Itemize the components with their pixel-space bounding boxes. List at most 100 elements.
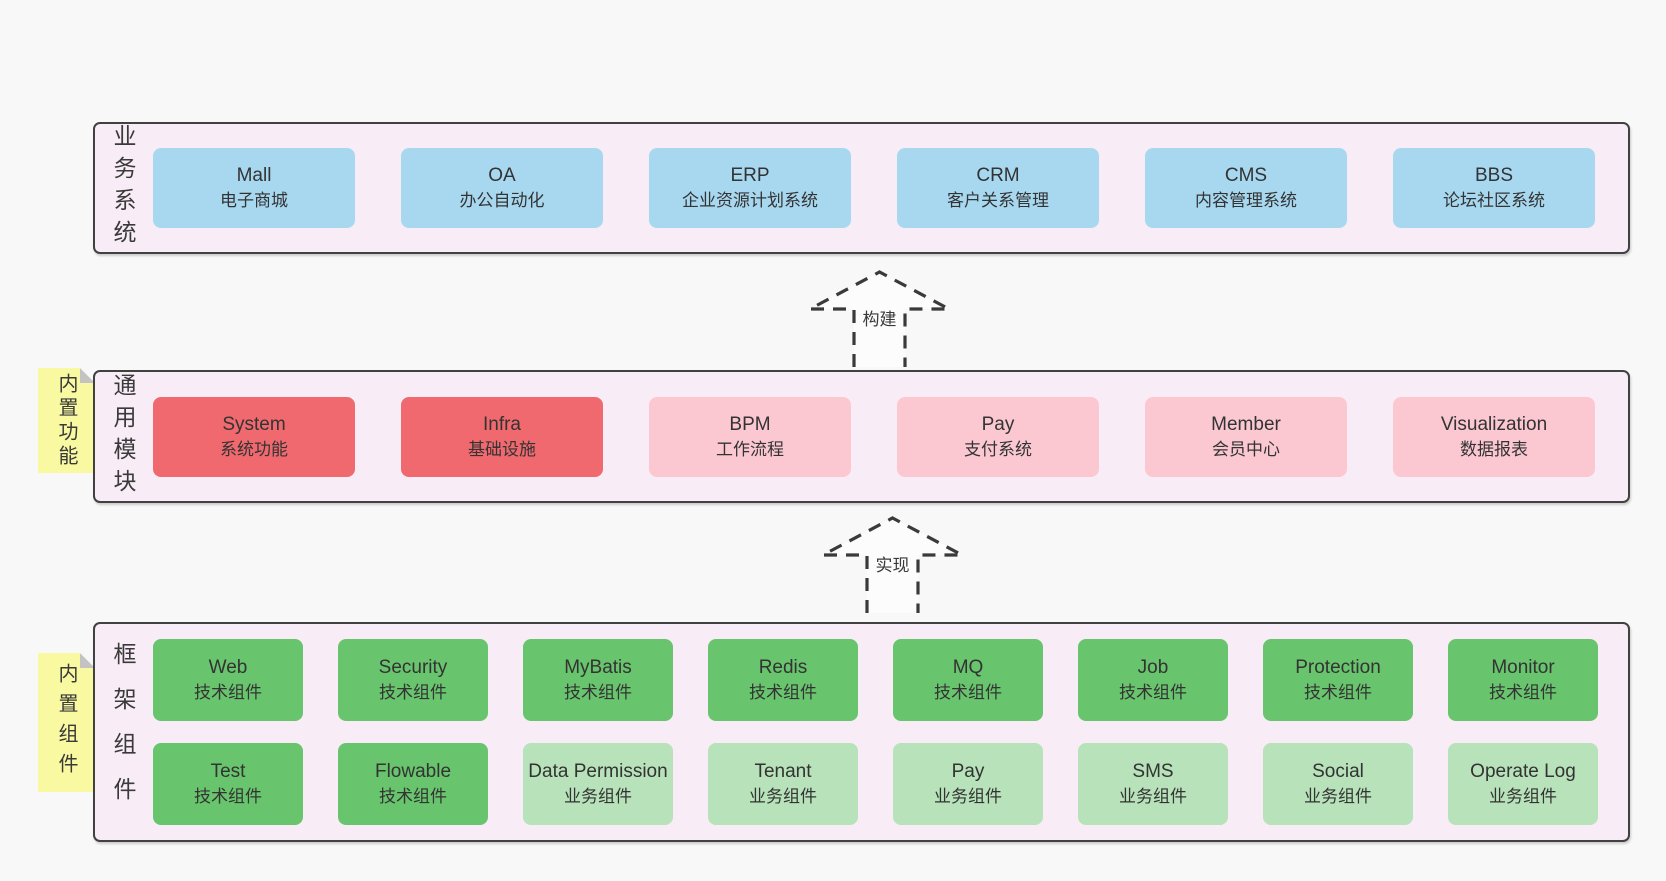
note-builtin-features-label: 内置功能 [55,372,77,469]
component-box-oa: OA 办公自动化 [401,148,603,228]
component-box-job: Job 技术组件 [1078,639,1228,721]
box-subtitle: 系统功能 [220,439,288,459]
business-box-row: Mall 电子商城 OA 办公自动化 ERP 企业资源计划系统 CRM 客户关系管理 CMS 内容… [153,148,1595,228]
box-title: System [222,413,286,435]
box-title: Tenant [754,761,812,783]
box-subtitle: 技术组件 [564,683,632,703]
component-box-mall: Mall 电子商城 [153,148,355,228]
box-subtitle: 业务组件 [1119,787,1187,807]
box-title: Social [1312,761,1364,783]
box-subtitle: 支付系统 [964,439,1032,459]
box-subtitle: 技术组件 [749,683,817,703]
box-subtitle: 技术组件 [194,683,262,703]
box-subtitle: 业务组件 [1489,787,1557,807]
box-title: ERP [730,165,770,187]
box-title: MQ [952,657,984,679]
component-box-erp: ERP 企业资源计划系统 [649,148,851,228]
box-title: Pay [981,413,1015,435]
component-box-sms: SMS 业务组件 [1078,743,1228,825]
component-box-bpm: BPM 工作流程 [649,396,851,477]
box-subtitle: 基础设施 [468,439,536,459]
component-box-member: Member 会员中心 [1145,396,1347,477]
component-box-flowable: Flowable 技术组件 [338,743,488,825]
box-title: CRM [976,165,1020,187]
box-title: Member [1211,413,1281,435]
section-common-modules: 通用模块 System 系统功能 Infra 基础设施 BPM 工作流程 Pay 支付系统 Me… [93,370,1630,503]
box-subtitle: 工作流程 [716,439,784,459]
box-subtitle: 业务组件 [749,787,817,807]
component-box-pay: Pay 支付系统 [897,396,1099,477]
component-box-social: Social 业务组件 [1263,743,1413,825]
component-box-crm: CRM 客户关系管理 [897,148,1099,228]
box-subtitle: 会员中心 [1212,439,1280,459]
section-business-systems: 业务系统 Mall 电子商城 OA 办公自动化 ERP 企业资源计划系统 CRM 客户关系管理… [93,122,1630,254]
box-title: Security [378,657,448,679]
box-title: Pay [951,761,985,783]
box-title: Test [210,761,246,783]
box-subtitle: 内容管理系统 [1195,191,1297,211]
box-title: Data Permission [528,761,668,783]
component-box-mybatis: MyBatis 技术组件 [523,639,673,721]
component-box-monitor: Monitor 技术组件 [1448,639,1598,721]
section-framework-label: 框架组件 [110,642,136,822]
box-title: BPM [729,413,771,435]
box-subtitle: 业务组件 [564,787,632,807]
common-box-row: System 系统功能 Infra 基础设施 BPM 工作流程 Pay 支付系统 Member 会… [153,396,1595,477]
box-subtitle: 论坛社区系统 [1443,191,1545,211]
sticky-note-builtin-components: 内置组件 [38,653,95,792]
box-subtitle: 办公自动化 [459,191,545,211]
box-title: Protection [1295,657,1381,679]
arrow-implement-label: 实现 [871,550,914,577]
component-box-cms: CMS 内容管理系统 [1145,148,1347,228]
box-title: Redis [758,657,808,679]
box-subtitle: 数据报表 [1460,439,1528,459]
component-box-redis: Redis 技术组件 [708,639,858,721]
component-box-infra: Infra 基础设施 [401,396,603,477]
box-subtitle: 技术组件 [379,683,447,703]
box-title: MyBatis [564,657,632,679]
component-box-web: Web 技术组件 [153,639,303,721]
box-title: BBS [1474,165,1514,187]
box-title: Mall [236,165,272,187]
box-title: SMS [1132,761,1174,783]
arrow-build: 构建 [807,268,952,368]
box-subtitle: 技术组件 [379,787,447,807]
box-subtitle: 技术组件 [934,683,1002,703]
box-title: CMS [1224,165,1268,187]
box-title: Operate Log [1470,761,1576,783]
component-box-security: Security 技术组件 [338,639,488,721]
box-subtitle: 技术组件 [1304,683,1372,703]
component-box-operate-log: Operate Log 业务组件 [1448,743,1598,825]
component-box-bbs: BBS 论坛社区系统 [1393,148,1595,228]
box-subtitle: 客户关系管理 [947,191,1049,211]
box-title: Monitor [1491,657,1555,679]
component-box-tenant: Tenant 业务组件 [708,743,858,825]
arrow-build-label: 构建 [858,304,901,331]
box-title: Flowable [374,761,452,783]
section-common-label: 通用模块 [110,372,136,501]
box-subtitle: 企业资源计划系统 [682,191,818,211]
arrow-implement: 实现 [820,514,965,614]
box-subtitle: 电子商城 [220,191,288,211]
note-builtin-components-label: 内置组件 [55,662,77,783]
box-title: OA [488,165,516,187]
component-box-pay: Pay 业务组件 [893,743,1043,825]
component-box-mq: MQ 技术组件 [893,639,1043,721]
component-box-protection: Protection 技术组件 [1263,639,1413,721]
box-subtitle: 业务组件 [934,787,1002,807]
section-business-label: 业务系统 [110,124,136,252]
box-title: Web [208,657,248,679]
sticky-note-builtin-features: 内置功能 [38,368,95,473]
box-subtitle: 技术组件 [1489,683,1557,703]
box-subtitle: 业务组件 [1304,787,1372,807]
box-subtitle: 技术组件 [1119,683,1187,703]
box-title: Infra [482,413,522,435]
box-title: Job [1137,657,1169,679]
